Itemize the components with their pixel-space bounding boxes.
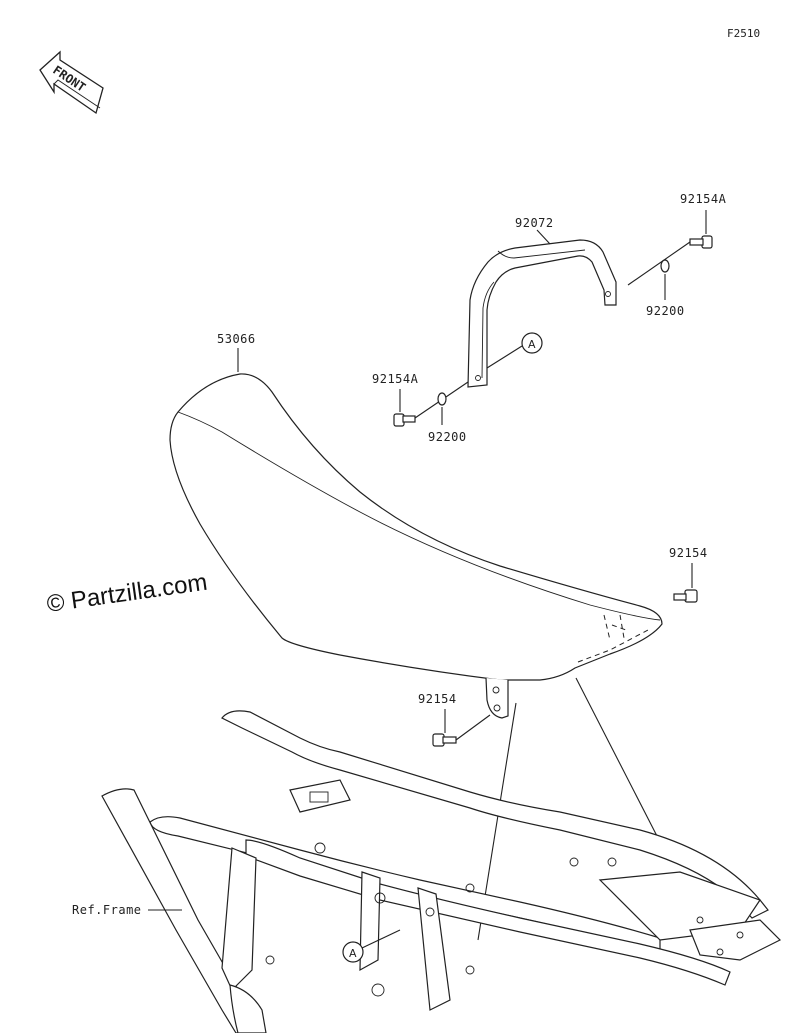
ref-a-circle-upper — [521, 332, 543, 354]
label-92072: 92072 — [515, 216, 554, 230]
label-92200-left: 92200 — [428, 430, 467, 444]
label-53066: 53066 — [217, 332, 256, 346]
ref-a-upper-text: A — [528, 338, 536, 351]
guide-line-right — [575, 677, 659, 839]
label-92154a-left: 92154A — [372, 372, 419, 386]
leader-92072 — [536, 229, 551, 245]
label-92200-upper: 92200 — [646, 304, 685, 318]
washer-icon-upper-right — [660, 259, 670, 273]
bolt-axis-lower — [455, 714, 491, 741]
leader-ref-a-lower — [361, 929, 401, 949]
leader-ref-a-upper — [486, 345, 523, 369]
label-92154-right: 92154 — [669, 546, 708, 560]
washer-icon-left — [437, 392, 447, 406]
bolt-axis-upper-right — [627, 241, 691, 286]
ref-a-circle-lower — [342, 941, 364, 963]
partzilla-watermark: © Partzilla.com — [45, 569, 209, 618]
bolt-icon-left — [393, 413, 416, 427]
label-92154-lower: 92154 — [418, 692, 457, 706]
bolt-icon-lower — [432, 733, 457, 747]
seat-53066 — [169, 373, 663, 719]
label-92154a-upper: 92154A — [680, 192, 727, 206]
front-arrow-icon: FRONT — [39, 50, 104, 115]
bracket-92072 — [467, 239, 617, 388]
figure-code: F2510 — [727, 27, 760, 40]
bolt-icon-upper-right — [689, 235, 713, 249]
bolt-icon-right — [673, 589, 698, 603]
label-ref-frame: Ref.Frame — [72, 903, 142, 917]
ref-a-lower-text: A — [349, 947, 357, 960]
frame-assembly — [101, 710, 782, 1033]
